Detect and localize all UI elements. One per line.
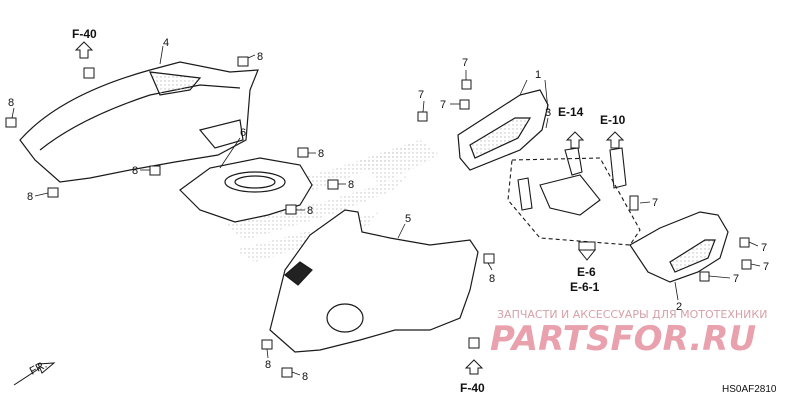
- ref-f40-top: F-40: [72, 27, 97, 41]
- fastener-bolts: [5, 56, 752, 378]
- label-bolt-8-i: 8: [265, 359, 271, 371]
- label-screw-7-a: 7: [462, 57, 468, 69]
- part-1-panel: [457, 89, 549, 171]
- label-bolt-8-e: 8: [318, 148, 324, 160]
- label-bolt-8-c: 8: [27, 191, 33, 203]
- leader-lines: [11, 45, 761, 376]
- part-5-lower-cover: [269, 209, 479, 353]
- ref-f40-bottom: F-40: [460, 381, 485, 395]
- watermark-tagline: ЗАПЧАСТИ И АКСЕССУАРЫ ДЛЯ МОТОТЕХНИКИ: [497, 308, 767, 321]
- bracket-assembly: [507, 147, 641, 246]
- label-part-1: 1: [535, 69, 541, 81]
- part-2-panel: [629, 211, 729, 283]
- label-screw-7-e: 7: [761, 242, 767, 254]
- label-bolt-8-b: 8: [257, 51, 263, 63]
- part-6-center-cover: [179, 157, 313, 223]
- reference-arrows: [13, 41, 625, 386]
- label-part-3: 3: [545, 107, 551, 119]
- ref-e61: E-6-1: [570, 280, 600, 294]
- diagram-code: HS0AF2810: [722, 384, 777, 395]
- label-screw-7-f: 7: [763, 261, 769, 273]
- label-screw-7-g: 7: [733, 273, 739, 285]
- ref-e14: E-14: [558, 105, 584, 119]
- label-bolt-8-j: 8: [302, 371, 308, 383]
- direction-label: FR.: [28, 359, 49, 378]
- label-screw-7-b: 7: [440, 99, 446, 111]
- ref-e10: E-10: [600, 113, 626, 127]
- label-bolt-8-d: 8: [132, 165, 138, 177]
- label-bolt-8-g: 8: [307, 205, 313, 217]
- label-part-5: 5: [405, 213, 411, 225]
- label-bolt-8-a: 8: [8, 97, 14, 109]
- label-screw-7-c: 7: [418, 89, 424, 101]
- label-bolt-8-f: 8: [348, 179, 354, 191]
- ref-e6: E-6: [577, 265, 596, 279]
- label-part-4: 4: [163, 37, 169, 49]
- label-part-2: 2: [676, 301, 682, 313]
- label-screw-7-d: 7: [652, 197, 658, 209]
- label-bolt-8-h: 8: [489, 273, 495, 285]
- watermark-logo: PARTSFOR.RU: [490, 319, 756, 359]
- label-part-6: 6: [240, 127, 246, 139]
